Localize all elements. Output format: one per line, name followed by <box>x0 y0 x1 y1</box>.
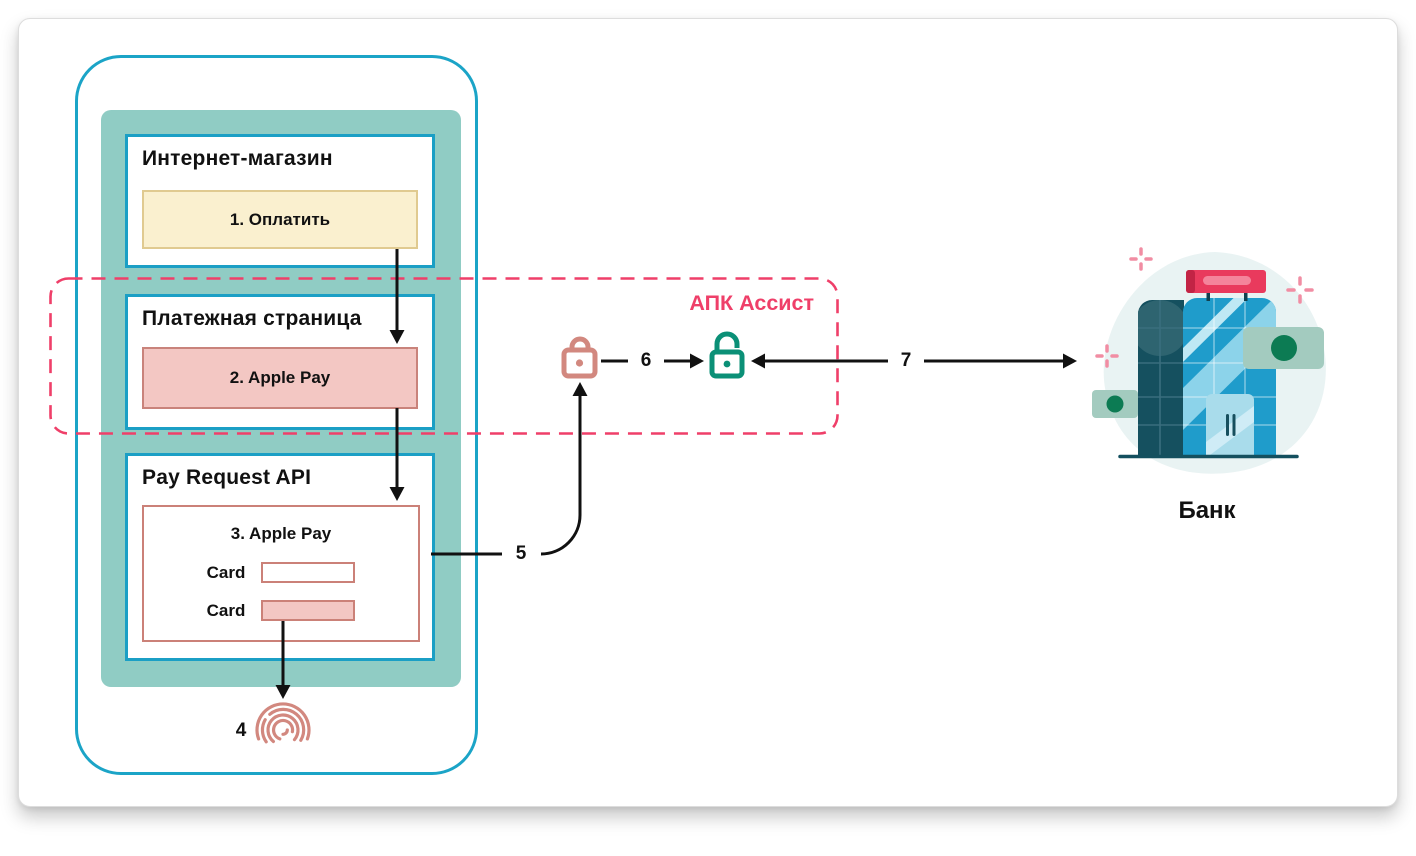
store-title: Интернет-магазин <box>142 147 333 170</box>
step-4-label: 4 <box>235 720 247 741</box>
pay-request-api-section: Pay Request API 3. Apple Pay Card Card <box>125 453 435 661</box>
payment-page-section: Платежная страница 2. Apple Pay <box>125 294 435 430</box>
store-section: Интернет-магазин 1. Оплатить <box>125 134 435 268</box>
step-6-label: 6 <box>640 350 652 371</box>
step-7-label: 7 <box>900 350 912 371</box>
bank-label: Банк <box>1178 497 1236 524</box>
card-input-empty[interactable] <box>261 562 356 583</box>
pay-request-api-title: Pay Request API <box>142 466 312 489</box>
apple-pay-sheet-title: 3. Apple Pay <box>230 524 332 543</box>
payment-page-title: Платежная страница <box>142 307 362 330</box>
apple-pay-button[interactable]: 2. Apple Pay <box>142 347 418 409</box>
apple-pay-sheet: 3. Apple Pay Card Card <box>142 505 420 642</box>
step-5-label: 5 <box>515 543 527 564</box>
phone-frame: Интернет-магазин 1. Оплатить Платежная с… <box>75 55 478 775</box>
card-row: Card <box>144 560 418 585</box>
card-label: Card <box>206 600 246 620</box>
card-row: Card <box>144 598 418 623</box>
assist-zone-label: АПК Ассист <box>689 291 814 315</box>
card-input-filled[interactable] <box>261 600 356 621</box>
card-label: Card <box>206 562 246 582</box>
app-panel: Интернет-магазин 1. Оплатить Платежная с… <box>101 110 461 687</box>
pay-button[interactable]: 1. Оплатить <box>142 190 418 249</box>
